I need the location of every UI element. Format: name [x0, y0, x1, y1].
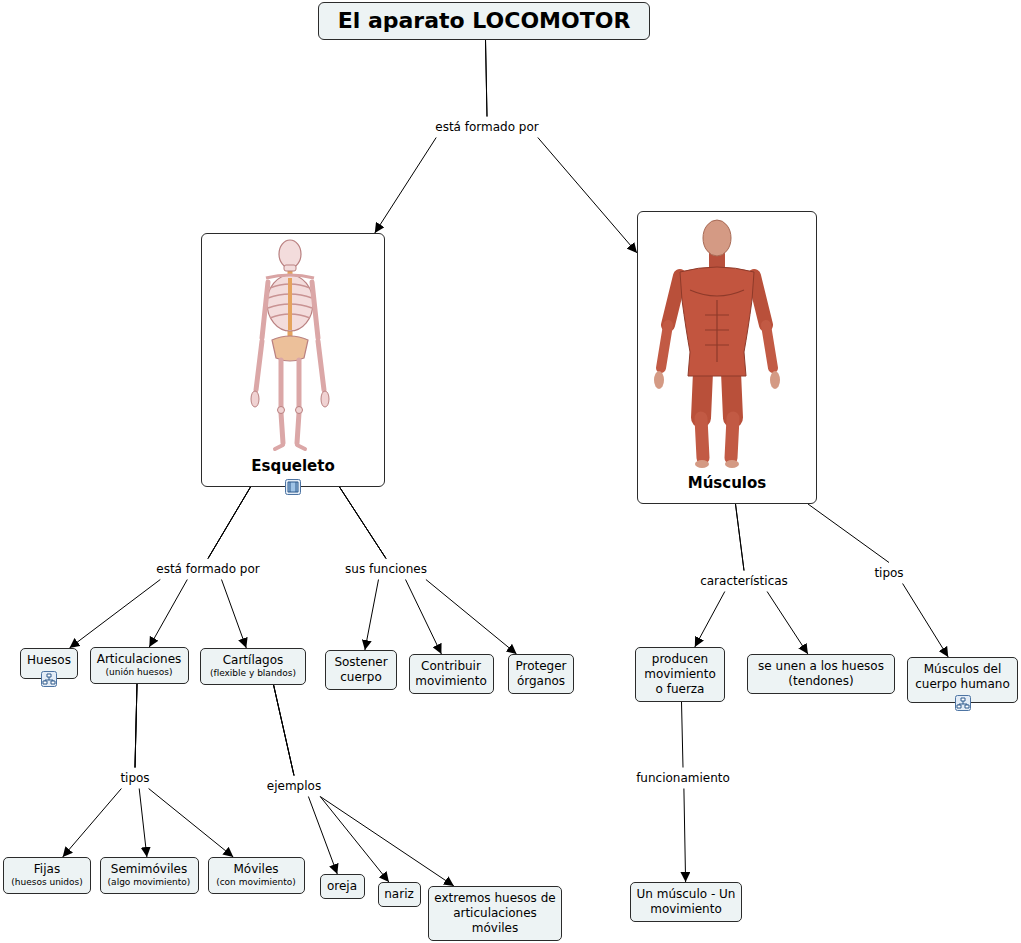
concept-note: (algo movimiento) [106, 877, 193, 889]
concept-box: Un músculo - Un movimiento [630, 882, 742, 922]
concept-box: nariz [378, 882, 421, 907]
concept-text: Esqueleto [202, 457, 384, 476]
knee [296, 407, 303, 414]
image-ground [202, 234, 384, 486]
icon-frame [42, 672, 57, 687]
concept-note: (huesos unidos) [9, 877, 85, 889]
title-box: El aparato LOCOMOTOR [318, 2, 650, 40]
submap-icon [41, 671, 57, 687]
concept-box: oreja [320, 874, 365, 899]
connector [375, 40, 487, 234]
concept-box: Contribuir movimiento [409, 654, 494, 694]
linking-phrase: características [697, 573, 791, 590]
concept-box: Articulaciones(unión huesos) [90, 647, 189, 684]
concept-text: Fijas [9, 862, 85, 877]
concept-text: Móviles [214, 862, 299, 877]
linking-phrase: ejemplos [264, 778, 324, 795]
connector [682, 702, 686, 882]
connector [486, 40, 638, 253]
concept-text: Proteger órganos [514, 659, 568, 689]
media-icon [285, 479, 301, 495]
image-box: Músculos [637, 211, 817, 504]
foot [725, 460, 739, 468]
concept-note: (flexible y blandos) [206, 668, 300, 680]
icon-symbol [43, 674, 55, 684]
connector [340, 487, 517, 654]
linking-phrase: tipos [117, 770, 152, 787]
concept-box: extremos huesos de articulaciones móvile… [428, 886, 562, 941]
pelvis [272, 336, 308, 361]
head [703, 220, 731, 256]
muscle-lines [690, 290, 744, 362]
concept-box: Semimóviles(algo movimiento) [100, 857, 199, 894]
concept-text: Músculos [638, 474, 816, 493]
linking-phrase: tipos [871, 565, 906, 582]
concept-box: Móviles(con movimiento) [208, 857, 305, 894]
knee [278, 407, 285, 414]
concept-box: Huesos [20, 648, 78, 679]
concept-text: nariz [384, 887, 415, 902]
concept-note: (unión huesos) [96, 667, 183, 679]
connector [808, 504, 948, 657]
skull [279, 240, 301, 268]
concept-text: Sostener cuerpo [331, 655, 391, 685]
muscle-illustration [654, 220, 780, 468]
concept-text: Huesos [26, 653, 72, 668]
submap-icon [955, 695, 971, 711]
icon-symbol [288, 482, 298, 492]
icon-frame [286, 480, 301, 495]
spine [288, 270, 293, 345]
concept-note: (con movimiento) [214, 877, 299, 889]
concept-text: Articulaciones [96, 652, 183, 667]
image-box: Esqueleto [201, 233, 385, 487]
concept-text: Semimóviles [106, 862, 193, 877]
concept-text: Un músculo - Un movimiento [636, 887, 736, 917]
linking-phrase: está formado por [432, 119, 542, 136]
concept-box: Cartílagos(flexible y blandos) [200, 648, 306, 685]
hand [654, 371, 664, 389]
concept-text: extremos huesos de articulaciones móvile… [434, 891, 556, 936]
concept-box: Músculos del cuerpo humano [907, 657, 1018, 703]
jaw [284, 265, 296, 271]
connector [340, 487, 442, 654]
sternum [288, 278, 292, 330]
shins [701, 418, 733, 458]
skeleton-illustration [251, 240, 329, 449]
feet [275, 445, 305, 449]
hand [770, 371, 780, 389]
arm-bones [256, 282, 324, 390]
concept-box: se unen a los huesos (tendones) [747, 654, 895, 694]
leg-bones [281, 360, 299, 443]
concept-box: producen movimiento o fuerza [635, 647, 725, 702]
clavicles [266, 275, 314, 278]
linking-phrase: funcionamiento [633, 770, 733, 787]
concept-text: Cartílagos [206, 653, 300, 668]
linking-phrase: sus funciones [342, 561, 430, 578]
concept-text: Contribuir movimiento [415, 659, 488, 689]
hand [251, 391, 259, 407]
ribcage [267, 275, 313, 331]
torso [680, 267, 754, 376]
image-ground [638, 212, 816, 503]
foot [695, 460, 709, 468]
concept-box: Fijas(huesos unidos) [3, 857, 91, 894]
concept-text: oreja [326, 879, 359, 894]
concept-text: Músculos del cuerpo humano [913, 662, 1012, 692]
icon-symbol [957, 698, 969, 708]
concept-text: producen movimiento o fuerza [641, 652, 719, 697]
thighs [701, 372, 733, 418]
linking-phrase: está formado por [153, 561, 263, 578]
concept-box: Proteger órganos [508, 654, 574, 694]
concept-box: Sostener cuerpo [325, 650, 397, 690]
concept-text: El aparato LOCOMOTOR [329, 7, 639, 35]
concept-text: se unen a los huesos (tendones) [753, 659, 889, 689]
hand [321, 391, 329, 407]
icon-frame [955, 696, 970, 711]
